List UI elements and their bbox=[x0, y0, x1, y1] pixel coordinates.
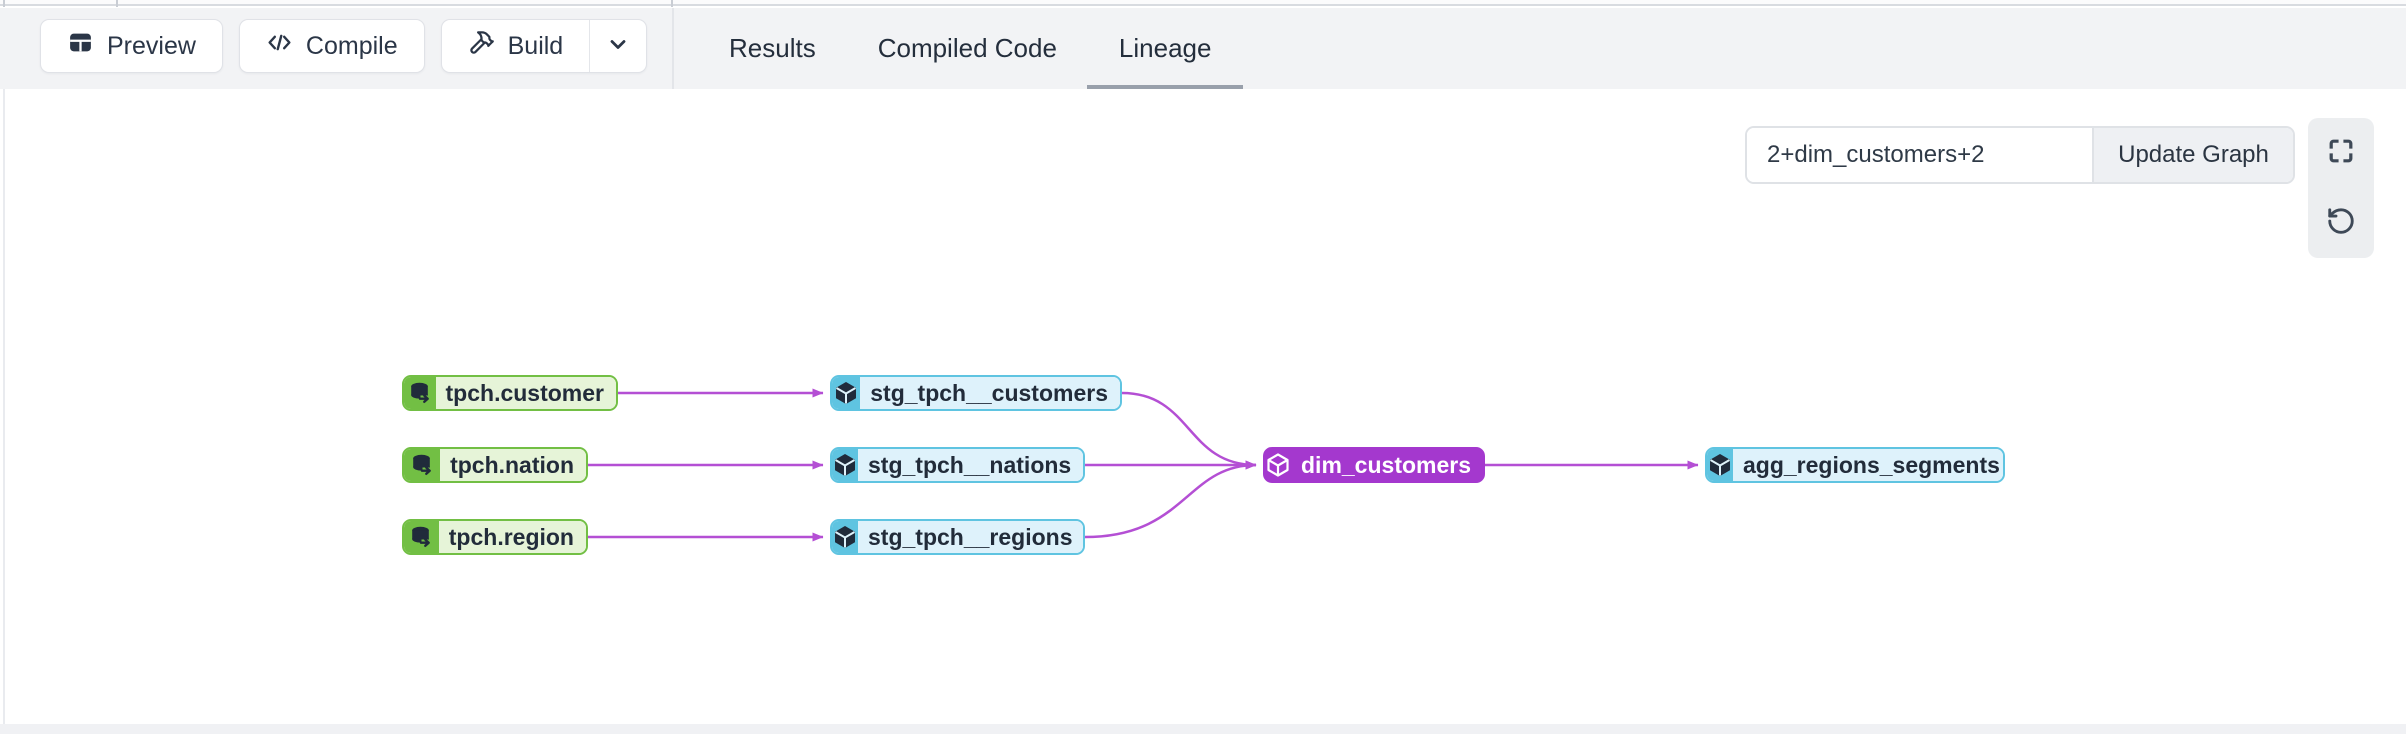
update-graph-button[interactable]: Update Graph bbox=[2092, 128, 2293, 182]
node-tpch-region[interactable]: tpch.region bbox=[402, 519, 588, 555]
cube-icon bbox=[832, 449, 858, 481]
table-icon bbox=[67, 29, 94, 63]
graph-controls-panel bbox=[2308, 118, 2374, 258]
node-stg-tpch-nations[interactable]: stg_tpch__nations bbox=[830, 447, 1085, 483]
node-dim-customers[interactable]: dim_customers bbox=[1263, 447, 1485, 483]
build-button-group: Build bbox=[440, 19, 648, 73]
preview-button-label: Preview bbox=[107, 31, 196, 60]
database-icon bbox=[404, 377, 436, 409]
result-pane-tabs: Results Compiled Code Lineage bbox=[727, 8, 1243, 90]
compile-button-label: Compile bbox=[305, 31, 398, 60]
build-dropdown-button[interactable] bbox=[590, 20, 646, 72]
tab-results[interactable]: Results bbox=[729, 33, 816, 63]
node-label: tpch.region bbox=[438, 521, 586, 553]
database-icon bbox=[404, 521, 439, 553]
node-label: dim_customers bbox=[1291, 449, 1483, 481]
reset-view-button[interactable] bbox=[2308, 188, 2374, 258]
rotate-ccw-icon bbox=[2326, 206, 2356, 241]
editor-toolbar: Preview Compile Build bbox=[0, 8, 2406, 90]
node-label: tpch.nation bbox=[440, 449, 586, 481]
editor-tabbar-edge bbox=[0, 0, 2406, 7]
node-label: stg_tpch__customers bbox=[860, 377, 1120, 409]
hammer-icon bbox=[468, 29, 495, 63]
node-tpch-customer[interactable]: tpch.customer bbox=[402, 375, 618, 411]
node-agg-regions-segments[interactable]: agg_regions_segments bbox=[1705, 447, 2005, 483]
node-label: stg_tpch__regions bbox=[858, 521, 1083, 553]
fullscreen-icon bbox=[2326, 136, 2356, 171]
build-button-label: Build bbox=[507, 31, 564, 60]
cube-icon bbox=[1265, 449, 1291, 481]
cube-icon bbox=[1707, 449, 1733, 481]
node-label: agg_regions_segments bbox=[1733, 449, 2003, 481]
node-label: stg_tpch__nations bbox=[858, 449, 1083, 481]
lineage-selector-input[interactable] bbox=[1747, 128, 2092, 182]
tab-lineage[interactable]: Lineage bbox=[1087, 8, 1243, 90]
compile-button[interactable]: Compile bbox=[238, 19, 425, 73]
lineage-canvas[interactable] bbox=[3, 89, 2406, 724]
chevron-down-icon bbox=[605, 31, 631, 62]
node-tpch-nation[interactable]: tpch.nation bbox=[402, 447, 588, 483]
fullscreen-button[interactable] bbox=[2308, 118, 2374, 188]
code-icon bbox=[266, 29, 293, 63]
lineage-selector-group: Update Graph bbox=[1745, 126, 2295, 184]
build-button[interactable]: Build bbox=[442, 20, 590, 72]
database-icon bbox=[404, 449, 441, 481]
node-stg-tpch-regions[interactable]: stg_tpch__regions bbox=[830, 519, 1085, 555]
cube-icon bbox=[832, 377, 861, 409]
node-stg-tpch-customers[interactable]: stg_tpch__customers bbox=[830, 375, 1122, 411]
statusbar-edge bbox=[0, 724, 2406, 734]
preview-button[interactable]: Preview bbox=[40, 19, 223, 73]
tab-compiled-code[interactable]: Compiled Code bbox=[877, 33, 1057, 63]
node-label: tpch.customer bbox=[435, 377, 616, 409]
cube-icon bbox=[832, 521, 858, 553]
